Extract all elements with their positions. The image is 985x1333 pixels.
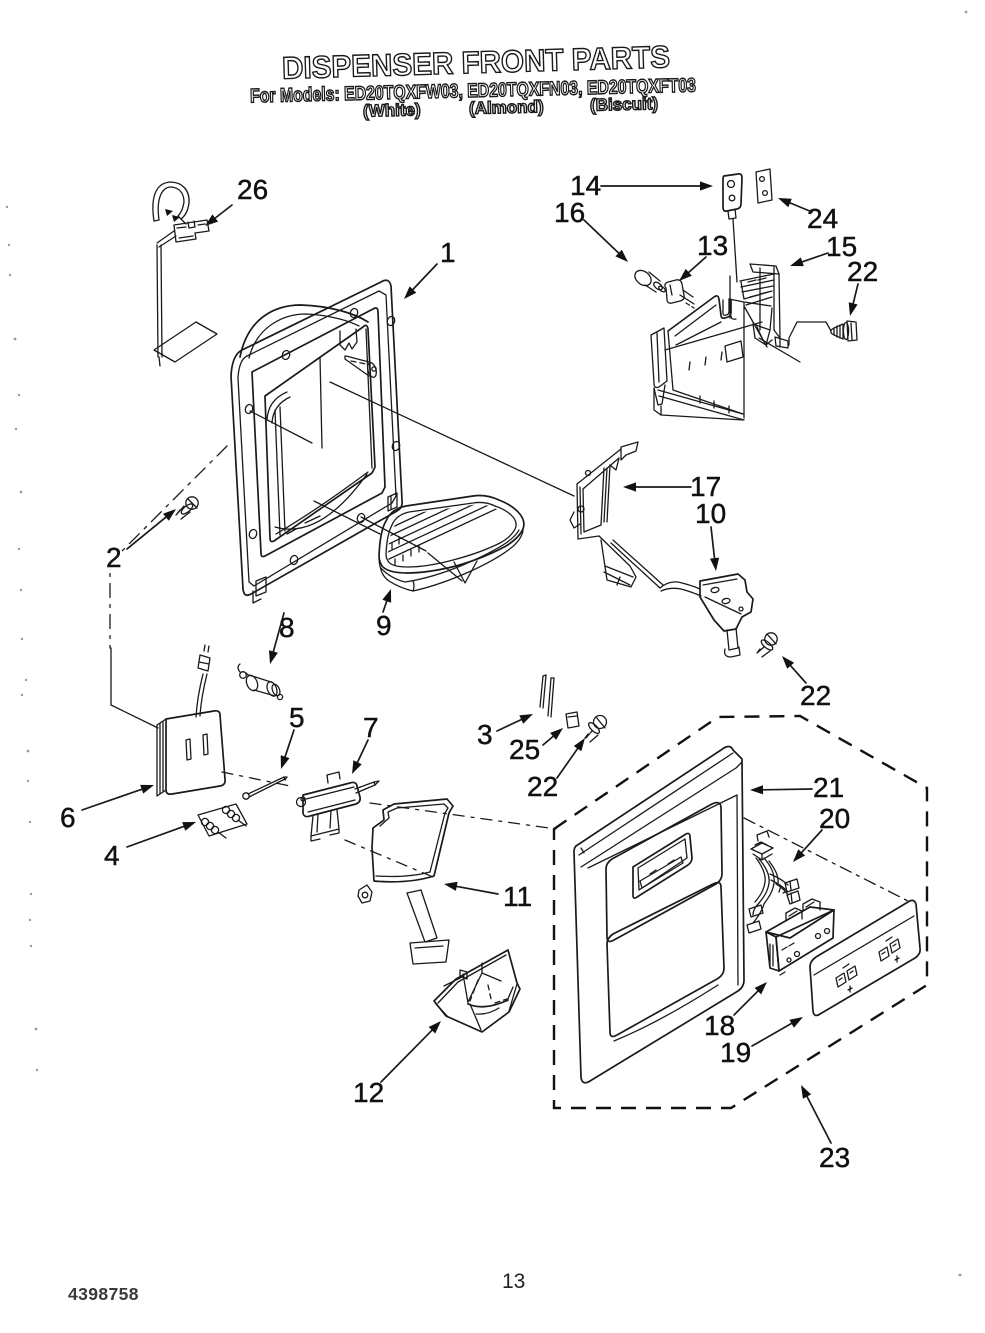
svg-text:4: 4: [104, 840, 120, 871]
svg-text:3: 3: [477, 719, 493, 750]
svg-text:22: 22: [800, 680, 831, 711]
svg-text:26: 26: [237, 174, 268, 205]
svg-text:20: 20: [819, 803, 850, 834]
svg-text:24: 24: [807, 203, 838, 234]
svg-text:7: 7: [363, 712, 379, 743]
svg-text:16: 16: [554, 197, 585, 228]
svg-text:4398758: 4398758: [68, 1284, 139, 1304]
svg-text:23: 23: [819, 1142, 850, 1173]
svg-text:8: 8: [279, 612, 295, 643]
svg-text:5: 5: [289, 702, 305, 733]
svg-text:19: 19: [720, 1037, 751, 1068]
svg-text:1: 1: [440, 237, 456, 268]
svg-text:6: 6: [60, 802, 76, 833]
svg-text:22: 22: [847, 256, 878, 287]
svg-text:14: 14: [570, 170, 601, 201]
svg-text:10: 10: [695, 498, 726, 529]
svg-text:9: 9: [376, 610, 392, 641]
svg-text:15: 15: [826, 231, 857, 262]
svg-text:11: 11: [503, 881, 532, 912]
svg-text:(White): (White): [363, 100, 421, 120]
svg-text:22: 22: [527, 771, 558, 802]
svg-text:12: 12: [353, 1077, 384, 1108]
svg-text:13: 13: [697, 230, 728, 261]
svg-text:25: 25: [509, 734, 540, 765]
svg-text:2: 2: [106, 542, 122, 573]
svg-text:(Biscuit): (Biscuit): [590, 94, 658, 115]
svg-text:(Almond): (Almond): [469, 97, 544, 118]
svg-text:21: 21: [813, 772, 844, 803]
svg-text:17: 17: [690, 471, 721, 502]
svg-text:13: 13: [502, 1270, 525, 1293]
svg-text:18: 18: [704, 1010, 735, 1041]
